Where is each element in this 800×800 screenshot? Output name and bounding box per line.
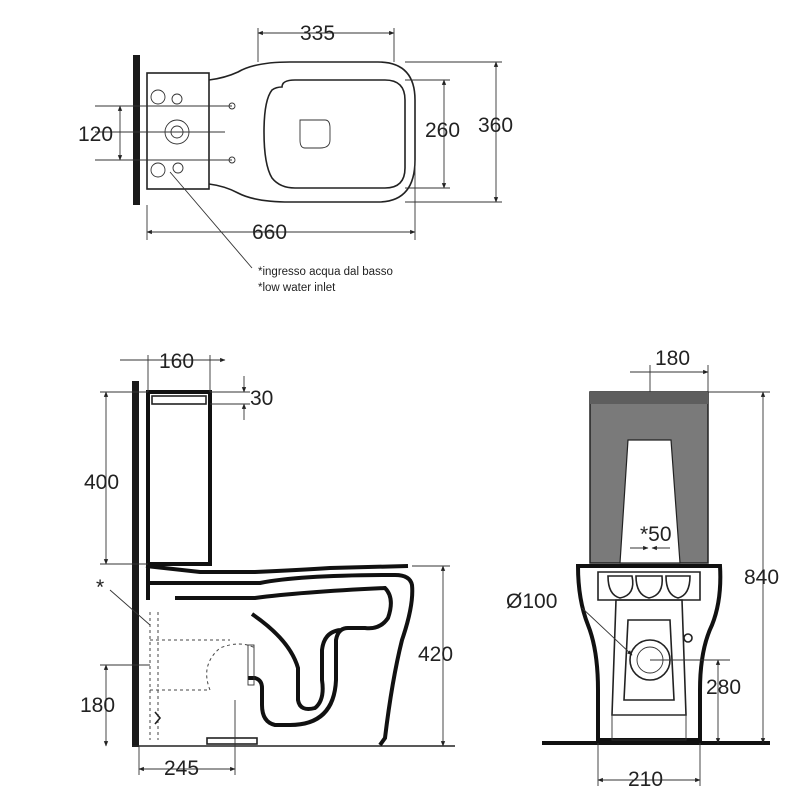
side-view: * 160 30 400 420 180 245 xyxy=(80,350,455,780)
dim-210: 210 xyxy=(628,768,663,791)
dim-30: 30 xyxy=(250,387,273,410)
dim-260: 260 xyxy=(425,119,460,142)
dim-160: 160 xyxy=(159,350,194,373)
front-view: 180 *50 Ø100 840 280 210 xyxy=(506,347,779,791)
note-water-inlet-it: *ingresso acqua dal basso xyxy=(258,266,393,278)
dim-660: 660 xyxy=(252,221,287,244)
plan-view: 335 260 360 120 660 *ingresso acqua dal … xyxy=(78,22,513,294)
dim-420: 420 xyxy=(418,643,453,666)
dim-50: *50 xyxy=(640,523,672,546)
asterisk-marker: * xyxy=(96,576,104,599)
dim-400: 400 xyxy=(84,471,119,494)
dim-335: 335 xyxy=(300,22,335,45)
note-water-inlet-en: *low water inlet xyxy=(258,282,336,294)
dim-120: 120 xyxy=(78,123,113,146)
dim-360: 360 xyxy=(478,114,513,137)
dim-245: 245 xyxy=(164,757,199,780)
dim-840: 840 xyxy=(744,566,779,589)
dim-180-side: 180 xyxy=(80,694,115,717)
dim-diameter-100: Ø100 xyxy=(506,590,557,613)
dim-180-front: 180 xyxy=(655,347,690,370)
dim-280: 280 xyxy=(706,676,741,699)
